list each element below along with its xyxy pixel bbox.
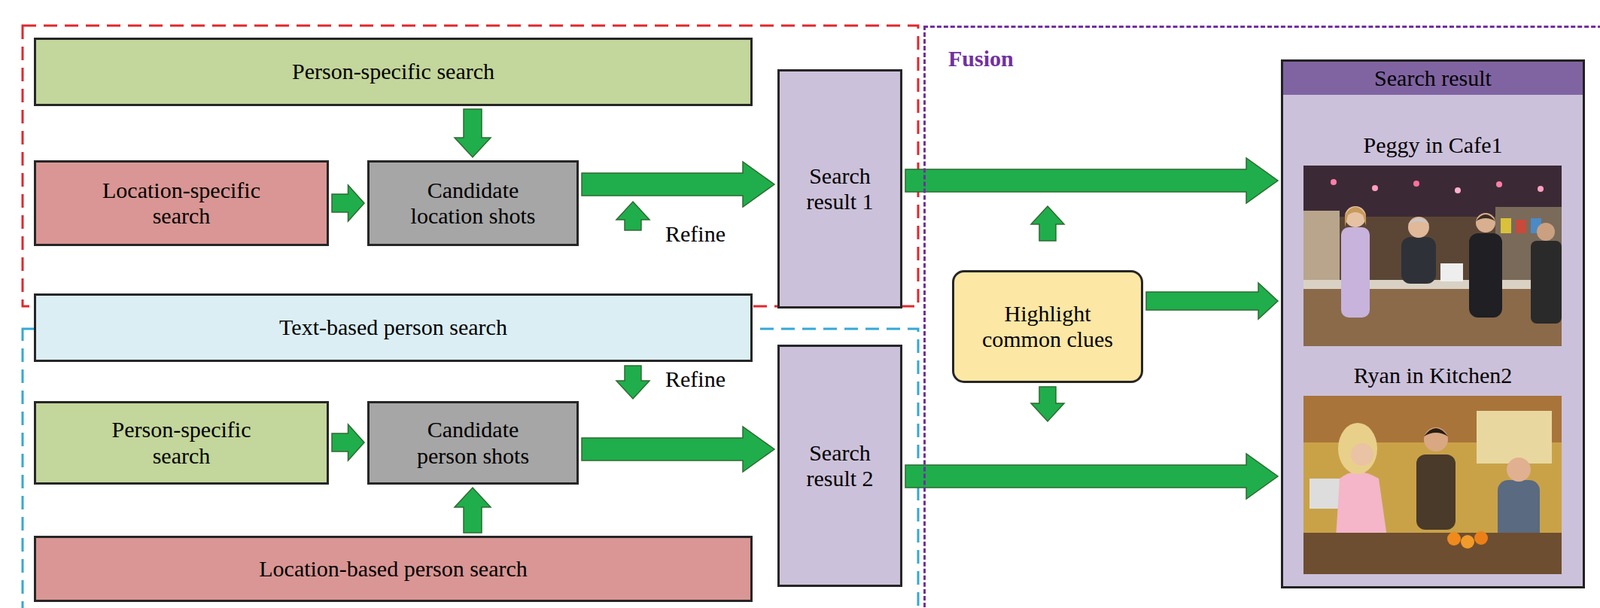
- counter: [1303, 532, 1562, 575]
- annotation-label: Refine: [665, 366, 726, 393]
- person-hair: [1338, 422, 1378, 475]
- person: [1401, 237, 1436, 284]
- box-label: Highlight common clues: [968, 301, 1127, 353]
- search-box: Location-specific search: [33, 160, 329, 247]
- person-head: [1475, 212, 1496, 233]
- block-arrow: [454, 487, 491, 533]
- person: [1416, 454, 1456, 530]
- orange: [1460, 535, 1475, 549]
- string-light: [1330, 179, 1337, 186]
- shelf-item: [1500, 218, 1512, 234]
- shelf-item: [1515, 219, 1527, 234]
- kitchen-photo: [1303, 395, 1562, 575]
- result-panel: Search resultPeggy in Cafe1Ryan in Kitch…: [1280, 59, 1585, 589]
- cafe-photo: [1303, 165, 1562, 347]
- search-box: Location-based person search: [33, 535, 753, 603]
- region-title: Fusion: [948, 45, 1014, 73]
- block-arrow: [905, 158, 1278, 204]
- candidate-box: Candidate person shots: [367, 401, 579, 485]
- string-light: [1454, 187, 1461, 194]
- person-hair: [1475, 214, 1496, 222]
- string-light: [1371, 185, 1378, 192]
- highlight-arrow: [1031, 386, 1065, 422]
- image-caption: Ryan in Kitchen2: [1283, 362, 1583, 390]
- window: [1476, 410, 1552, 464]
- image-caption: Peggy in Cafe1: [1283, 132, 1583, 159]
- register: [1440, 263, 1464, 282]
- box-label: Person-specific search: [91, 416, 272, 469]
- candidate-box: Candidate location shots: [367, 160, 579, 247]
- refine-arrow: [616, 201, 650, 231]
- string-light: [1537, 185, 1544, 192]
- person-head: [1350, 443, 1374, 466]
- box-label: Candidate location shots: [398, 177, 549, 230]
- box-label: Location-specific search: [83, 177, 280, 230]
- result-box: Search result 2: [777, 344, 903, 588]
- highlight-arrow: [1031, 206, 1065, 241]
- person-hair: [1408, 218, 1430, 225]
- box-label: Text-based person search: [279, 314, 508, 341]
- person-head: [1344, 206, 1366, 228]
- person: [1530, 240, 1562, 324]
- search-box: Person-specific search: [33, 37, 753, 107]
- search-box: Person-specific search: [33, 401, 329, 485]
- person-head: [1536, 222, 1555, 241]
- person-head: [1408, 216, 1430, 238]
- person: [1469, 233, 1503, 318]
- person-head: [1506, 457, 1531, 482]
- block-arrow: [331, 185, 365, 222]
- box-label: Search result 2: [790, 440, 889, 493]
- box-label: Candidate person shots: [398, 416, 549, 469]
- photo-ground: [1303, 395, 1562, 575]
- person-hair: [1423, 428, 1448, 437]
- box-label: Person-specific search: [292, 58, 495, 86]
- result-box: Search result 1: [777, 69, 903, 309]
- panel-heading: Search result: [1283, 61, 1583, 95]
- photo-ground: [1303, 165, 1562, 347]
- block-arrow: [905, 453, 1278, 499]
- orange: [1447, 532, 1461, 546]
- person: [1341, 227, 1370, 318]
- orange: [1474, 531, 1488, 545]
- block-arrow: [331, 424, 365, 461]
- string-light: [1413, 180, 1420, 187]
- person-head: [1423, 427, 1448, 452]
- block-arrow: [581, 426, 775, 472]
- refine-arrow: [616, 365, 650, 399]
- block-arrow: [454, 109, 491, 158]
- block-arrow: [581, 161, 775, 207]
- search-box: Text-based person search: [33, 293, 753, 362]
- person-hair: [1344, 206, 1366, 228]
- fusion-region: FusionHighlight common clues Search resul…: [923, 25, 1600, 608]
- string-light: [1496, 181, 1503, 188]
- block-arrow: [1146, 282, 1278, 320]
- box-label: Location-based person search: [258, 556, 528, 583]
- box-label: Search result 1: [790, 163, 889, 216]
- process-box: Highlight common clues: [952, 270, 1144, 384]
- annotation-label: Refine: [665, 221, 726, 248]
- blue-dashed-region: [22, 328, 919, 608]
